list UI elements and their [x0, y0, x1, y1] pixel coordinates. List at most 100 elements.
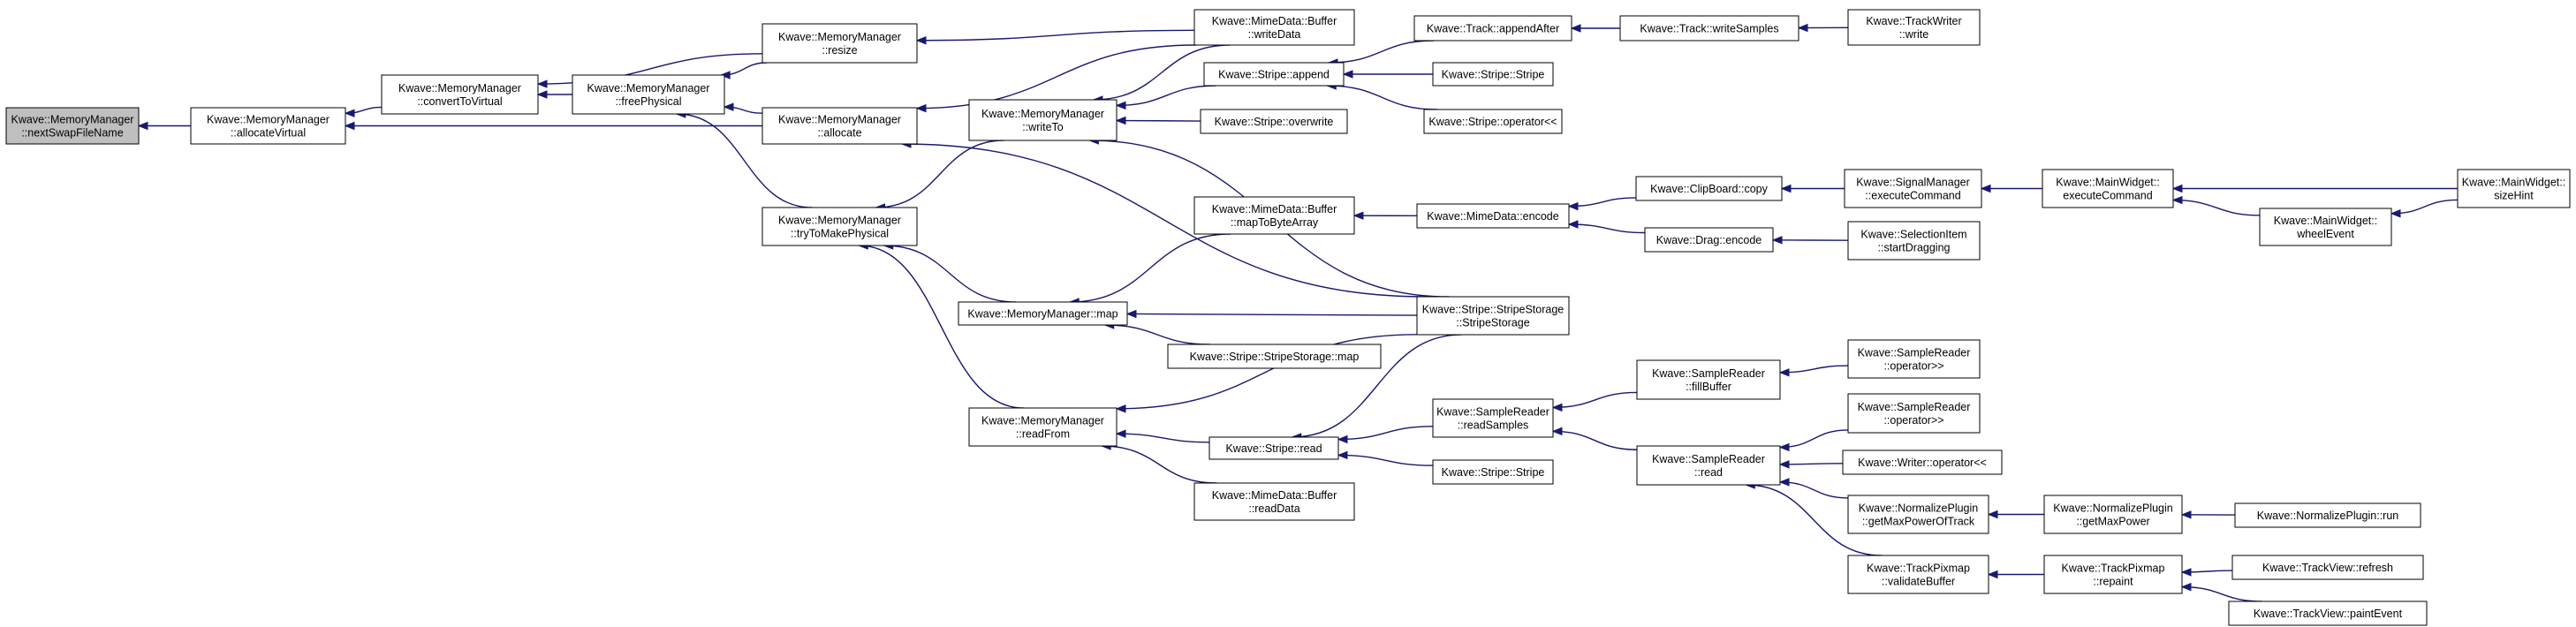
node-box[interactable]	[572, 74, 725, 115]
graph-node-encode[interactable]: Kwave::MimeData::encode	[1416, 203, 1570, 229]
graph-node-readdata[interactable]: Kwave::MimeData::Buffer::readData	[1193, 482, 1355, 521]
graph-node-resize[interactable]: Kwave::MemoryManager::resize	[761, 23, 918, 64]
node-box[interactable]	[1200, 109, 1348, 134]
node-box[interactable]	[958, 301, 1128, 326]
node-box[interactable]	[1193, 9, 1355, 46]
node-box[interactable]	[968, 407, 1118, 447]
graph-node-maptobyte[interactable]: Kwave::MimeData::Buffer::mapToByteArray	[1193, 196, 1355, 235]
graph-node-writesamples[interactable]: Kwave::Track::writeSamples	[1619, 15, 1799, 42]
node-box[interactable]	[1635, 176, 1783, 201]
node-box[interactable]	[1844, 169, 1982, 208]
graph-node-mmmap[interactable]: Kwave::MemoryManager::map	[958, 301, 1128, 326]
node-label: ::freePhysical	[615, 95, 681, 108]
node-box[interactable]	[968, 99, 1118, 141]
graph-node-trymake[interactable]: Kwave::MemoryManager::tryToMakePhysical	[761, 207, 918, 246]
node-box[interactable]	[2228, 601, 2428, 626]
graph-node-stread[interactable]: Kwave::Stripe::read	[1208, 436, 1339, 460]
graph-node-freephys[interactable]: Kwave::MemoryManager::freePhysical	[572, 74, 725, 115]
node-box[interactable]	[1847, 555, 1989, 594]
arrowhead	[1780, 184, 1792, 193]
node-label: ::read	[1694, 466, 1723, 479]
node-box[interactable]	[1413, 15, 1572, 42]
node-box[interactable]	[1208, 436, 1339, 460]
node-box[interactable]	[1619, 15, 1799, 42]
graph-node-fillbuffer[interactable]: Kwave::SampleReader::fillBuffer	[1636, 359, 1781, 400]
graph-node-writedata[interactable]: Kwave::MimeData::Buffer::writeData	[1193, 9, 1355, 46]
node-box[interactable]	[1167, 344, 1382, 369]
arrowhead	[915, 36, 927, 45]
node-box[interactable]	[1203, 62, 1345, 87]
node-box[interactable]	[381, 74, 539, 115]
node-box[interactable]	[2043, 495, 2183, 534]
node-box[interactable]	[1847, 495, 1989, 534]
graph-node-startdrag[interactable]: Kwave::SelectionItem::startDragging	[1847, 221, 1981, 261]
node-box[interactable]	[2457, 169, 2571, 208]
node-box[interactable]	[1842, 449, 2003, 475]
node-box[interactable]	[1416, 296, 1570, 336]
graph-node-paintevent[interactable]: Kwave::TrackView::paintEvent	[2228, 601, 2428, 626]
graph-node-stripe1[interactable]: Kwave::Stripe::Stripe	[1432, 62, 1554, 87]
node-box[interactable]	[1847, 393, 1981, 434]
graph-node-refresh[interactable]: Kwave::TrackView::refresh	[2231, 555, 2424, 580]
node-box[interactable]	[1432, 62, 1554, 87]
graph-node-nextswap[interactable]: Kwave::MemoryManager::nextSwapFileName	[5, 107, 140, 145]
arrowhead	[719, 71, 731, 79]
graph-node-execcmd[interactable]: Kwave::SignalManager::executeCommand	[1844, 169, 1982, 208]
graph-node-repaint[interactable]: Kwave::TrackPixmap::repaint	[2043, 555, 2183, 594]
node-box[interactable]	[1423, 109, 1563, 134]
node-box[interactable]	[1432, 398, 1554, 438]
graph-node-clipcopy[interactable]: Kwave::ClipBoard::copy	[1635, 176, 1783, 201]
node-box[interactable]	[2042, 169, 2174, 208]
node-label: ::operator>>	[1883, 360, 1943, 373]
node-label: Kwave::ClipBoard::copy	[1650, 183, 1768, 195]
node-label: Kwave::MemoryManager	[981, 108, 1104, 120]
graph-node-append[interactable]: Kwave::Stripe::append	[1203, 62, 1345, 87]
node-box[interactable]	[2234, 502, 2421, 528]
node-label: Kwave::SampleReader	[1858, 347, 1971, 359]
node-box[interactable]	[1847, 9, 1981, 46]
node-box[interactable]	[1193, 482, 1355, 521]
edge-sstorage-to-allocate	[902, 143, 1428, 298]
node-box[interactable]	[5, 107, 140, 145]
graph-node-writeto[interactable]: Kwave::MemoryManager::writeTo	[968, 99, 1118, 141]
graph-node-trackwriter[interactable]: Kwave::TrackWriter::write	[1847, 9, 1981, 46]
graph-node-allocvirt[interactable]: Kwave::MemoryManager::allocateVirtual	[190, 107, 346, 145]
graph-node-stripe2[interactable]: Kwave::Stripe::Stripe	[1432, 459, 1554, 485]
graph-node-npluginrun[interactable]: Kwave::NormalizePlugin::run	[2234, 502, 2421, 528]
graph-node-wheel[interactable]: Kwave::MainWidget::wheelEvent	[2259, 208, 2392, 246]
graph-node-ssmap[interactable]: Kwave::Stripe::StripeStorage::map	[1167, 344, 1382, 369]
graph-node-sstorage[interactable]: Kwave::Stripe::StripeStorage::StripeStor…	[1416, 296, 1570, 336]
graph-node-validate[interactable]: Kwave::TrackPixmap::validateBuffer	[1847, 555, 1989, 594]
graph-node-mwexec[interactable]: Kwave::MainWidget::executeCommand	[2042, 169, 2174, 208]
node-box[interactable]	[190, 107, 346, 145]
graph-node-writerop[interactable]: Kwave::Writer::operator<<	[1842, 449, 2003, 475]
node-box[interactable]	[1644, 227, 1774, 253]
node-box[interactable]	[2231, 555, 2424, 580]
graph-node-convvirt[interactable]: Kwave::MemoryManager::convertToVirtual	[381, 74, 539, 115]
node-box[interactable]	[1636, 359, 1781, 400]
graph-node-sizehint[interactable]: Kwave::MainWidget::sizeHint	[2457, 169, 2571, 208]
graph-node-getmaxpower[interactable]: Kwave::NormalizePlugin::getMaxPower	[2043, 495, 2183, 534]
node-box[interactable]	[1416, 203, 1570, 229]
graph-node-srop2[interactable]: Kwave::SampleReader::operator>>	[1847, 393, 1981, 434]
graph-node-allocate[interactable]: Kwave::MemoryManager::allocate	[761, 107, 918, 145]
graph-node-getmaxtrack[interactable]: Kwave::NormalizePlugin::getMaxPowerOfTra…	[1847, 495, 1989, 534]
graph-node-overwrite[interactable]: Kwave::Stripe::overwrite	[1200, 109, 1348, 134]
node-box[interactable]	[2259, 208, 2392, 246]
graph-node-dragencode[interactable]: Kwave::Drag::encode	[1644, 227, 1774, 253]
graph-node-srread[interactable]: Kwave::SampleReader::read	[1636, 445, 1781, 486]
node-box[interactable]	[1847, 339, 1981, 379]
graph-node-stopshift[interactable]: Kwave::Stripe::operator<<	[1423, 109, 1563, 134]
node-box[interactable]	[1636, 445, 1781, 486]
graph-node-srop1[interactable]: Kwave::SampleReader::operator>>	[1847, 339, 1981, 379]
node-box[interactable]	[761, 207, 918, 246]
graph-node-appendafter[interactable]: Kwave::Track::appendAfter	[1413, 15, 1572, 42]
node-box[interactable]	[1847, 221, 1981, 261]
node-box[interactable]	[2043, 555, 2183, 594]
node-box[interactable]	[761, 23, 918, 64]
node-box[interactable]	[1432, 459, 1554, 485]
graph-node-readsamples[interactable]: Kwave::SampleReader::readSamples	[1432, 398, 1554, 438]
node-box[interactable]	[761, 107, 918, 145]
graph-node-readfrom[interactable]: Kwave::MemoryManager::readFrom	[968, 407, 1118, 447]
node-box[interactable]	[1193, 196, 1355, 235]
